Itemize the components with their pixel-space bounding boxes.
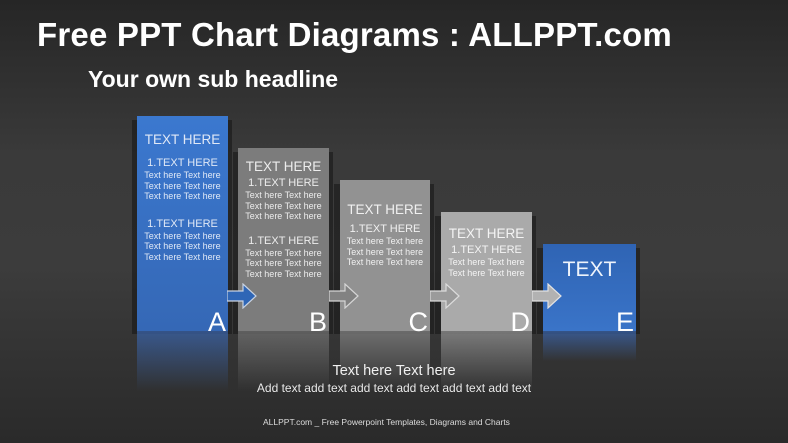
arrow-right-icon: [532, 283, 562, 309]
column-e-heading: TEXT: [562, 258, 617, 281]
column-d: TEXT HERE 1.TEXT HERE Text here Text her…: [441, 212, 532, 337]
column-c-reflection: [340, 331, 430, 391]
column-d-line: Text here Text here: [448, 267, 525, 278]
column-a-line: Text here Text here: [144, 241, 221, 251]
column-b-subheading-1: 1.TEXT HERE: [248, 177, 319, 189]
column-a-line: Text here Text here: [144, 230, 221, 241]
credit-text: ALLPPT.com _ Free Powerpoint Templates, …: [263, 417, 510, 427]
column-b-line: Text here Text here: [245, 211, 322, 221]
column-b-letter: B: [308, 307, 327, 337]
arrow-right-icon: [430, 283, 460, 309]
column-b-line: Text here Text here: [245, 268, 322, 279]
column-a-heading: TEXT HERE: [144, 132, 221, 147]
column-b: TEXT HERE 1.TEXT HERE Text here Text her…: [238, 148, 329, 337]
column-c-heading: TEXT HERE: [347, 202, 423, 217]
footer-heading: Text here Text here: [332, 363, 456, 379]
column-b-heading: TEXT HERE: [245, 159, 322, 174]
slide-subtitle: Your own sub headline: [88, 66, 339, 92]
arrow-right-icon: [227, 283, 257, 309]
column-b-line: Text here Text here: [245, 247, 322, 258]
column-a-letter: A: [207, 307, 226, 337]
column-e: TEXT E: [543, 244, 636, 337]
column-a-line: Text here Text here: [144, 170, 221, 180]
column-c: TEXT HERE 1.TEXT HERE Text here Text her…: [340, 180, 430, 337]
column-e-reflection: [543, 331, 636, 361]
footer-description: Add text add text add text add text add …: [256, 381, 532, 395]
column-c-line: Text here Text here: [346, 246, 424, 257]
column-b-line: Text here Text here: [245, 190, 322, 200]
column-a-line: Text here Text here: [144, 180, 221, 191]
column-d-heading: TEXT HERE: [448, 226, 525, 241]
column-d-subheading-1: 1.TEXT HERE: [451, 244, 522, 256]
column-e-letter: E: [615, 307, 634, 337]
column-c-line: Text here Text here: [346, 257, 424, 267]
column-a-line: Text here Text here: [144, 191, 221, 201]
column-b-line: Text here Text here: [245, 200, 322, 211]
column-a-line: Text here Text here: [144, 251, 221, 262]
column-d-letter: D: [510, 307, 531, 337]
column-a: TEXT HERE 1.TEXT HERE Text here Text her…: [137, 116, 228, 337]
column-c-letter: C: [408, 307, 429, 337]
column-c-subheading-1: 1.TEXT HERE: [349, 223, 421, 235]
column-d-line: Text here Text here: [448, 257, 525, 267]
column-a-subheading-1: 1.TEXT HERE: [147, 157, 218, 169]
column-d-reflection: [441, 331, 532, 391]
column-b-line: Text here Text here: [245, 258, 322, 268]
column-b-reflection: [238, 331, 329, 391]
slide-title: Free PPT Chart Diagrams : ALLPPT.com: [37, 16, 672, 53]
column-c-line: Text here Text here: [346, 236, 424, 246]
arrow-right-icon: [329, 283, 359, 309]
column-a-reflection: [137, 331, 228, 391]
column-b-subheading-2: 1.TEXT HERE: [248, 234, 319, 247]
column-a-subheading-2: 1.TEXT HERE: [147, 217, 218, 230]
